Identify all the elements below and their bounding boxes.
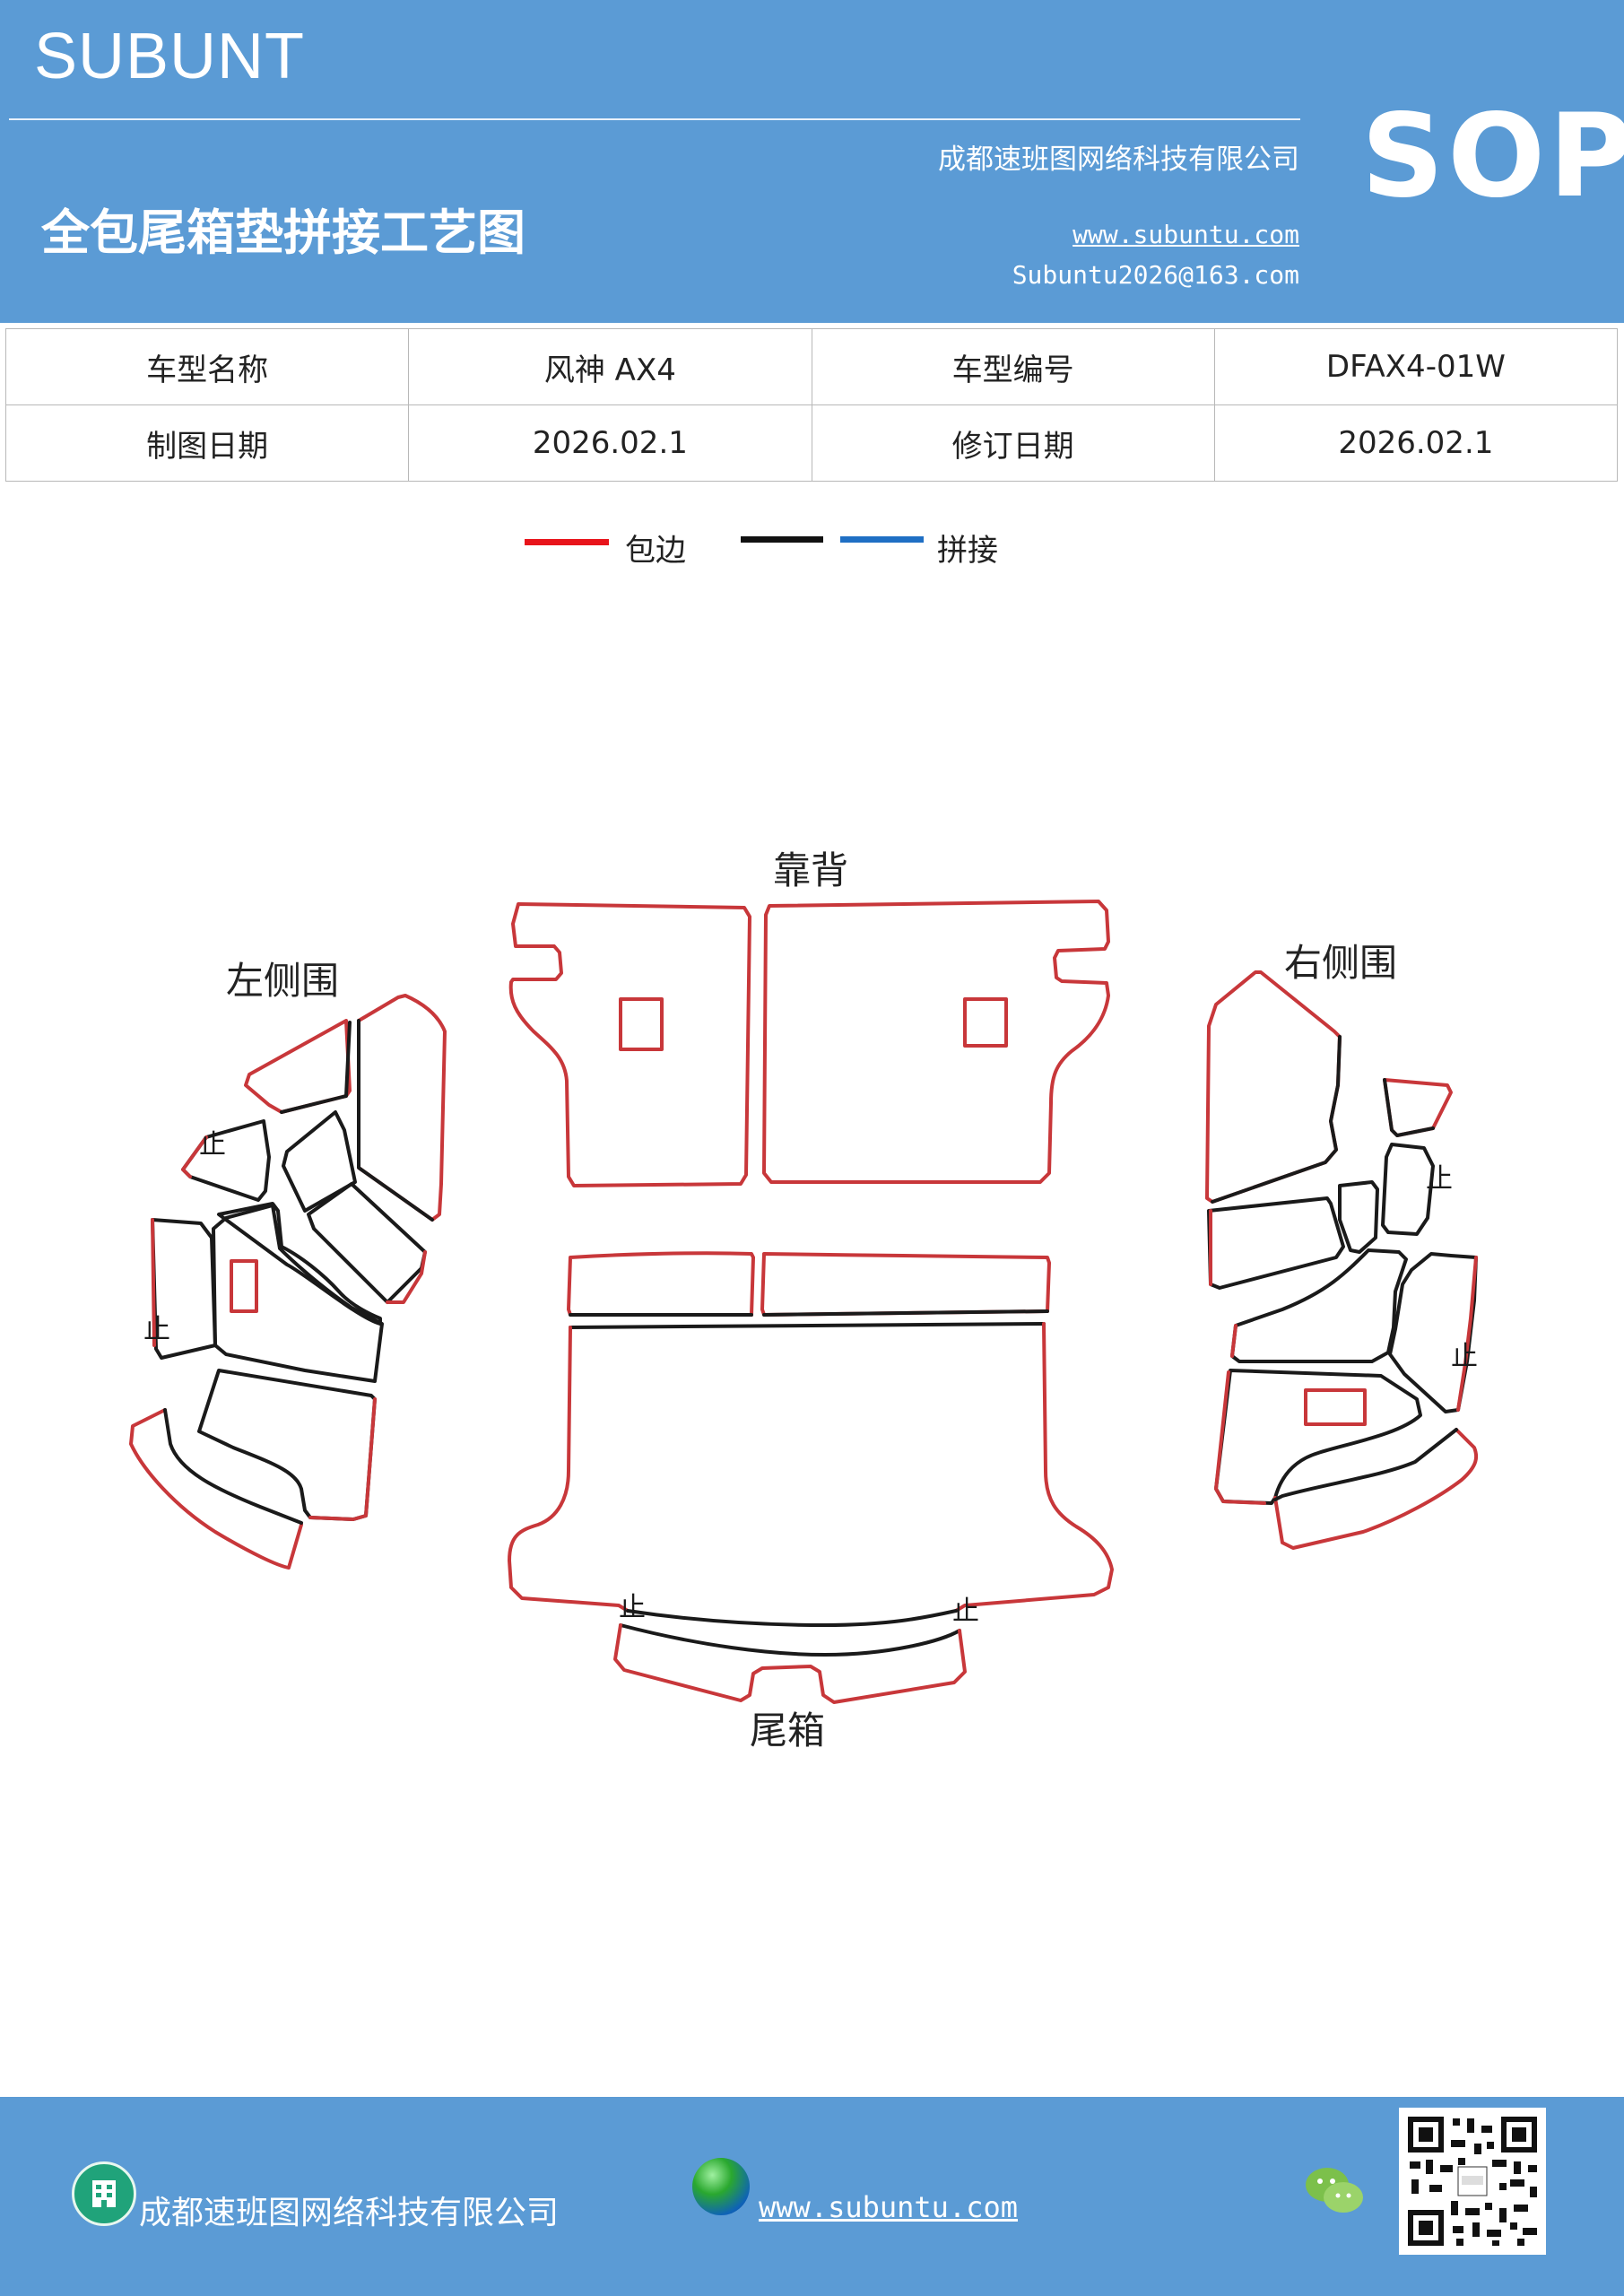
left-vertical-panel-edge	[151, 1218, 156, 1347]
header-divider	[9, 118, 1300, 120]
right-outer-strip-edge	[1456, 1256, 1478, 1412]
stop-mark: 止	[1426, 1163, 1453, 1195]
stop-mark: 止	[1451, 1341, 1478, 1372]
right-small-panel	[1381, 1143, 1435, 1236]
right-curve-panel	[1230, 1248, 1408, 1363]
stop-mark: 止	[952, 1596, 979, 1627]
right-curve-panel-edge	[1230, 1324, 1238, 1358]
label-trunk: 尾箱	[750, 1709, 825, 1752]
model-name-label: 车型名称	[4, 328, 410, 405]
footer-website-link[interactable]: www.subuntu.com	[759, 2190, 1018, 2224]
model-code-value: DFAX4-01W	[1213, 328, 1619, 405]
left-mid-cutout	[230, 1259, 258, 1313]
right-narrow-panel	[1338, 1180, 1379, 1254]
left-small-wedge	[181, 1119, 271, 1202]
right-lower-panel-edge	[1214, 1370, 1266, 1505]
left-angled-panel-edge	[386, 1250, 427, 1304]
page-title: 全包尾箱垫拼接工艺图	[41, 204, 525, 261]
footer-banner: 成都速班图网络科技有限公司 www.subuntu.com	[0, 2097, 1624, 2296]
draw-date-label: 制图日期	[4, 404, 410, 482]
right-tall-panel-seam	[1211, 1035, 1342, 1204]
email-address: Subuntu2026@163.com	[1012, 260, 1299, 290]
left-lower-panel-edge	[308, 1397, 377, 1521]
backrest-left-piece	[508, 902, 751, 1187]
trunk-flap-seam	[619, 1623, 961, 1657]
middle-strip-right	[760, 1252, 1051, 1317]
legend-join-label: 拼接	[937, 533, 998, 569]
stop-mark: 止	[619, 1592, 646, 1623]
left-top-pad	[244, 1019, 352, 1114]
table-row: 制图日期 2026.02.1 修订日期 2026.02.1	[4, 404, 1619, 482]
right-lower-panel	[1214, 1369, 1422, 1505]
right-top-wedge	[1383, 1078, 1453, 1137]
right-tall-panel	[1205, 970, 1342, 1204]
right-bottom-pad	[1273, 1428, 1479, 1550]
left-tall-panel	[357, 994, 447, 1222]
left-lower-panel	[197, 1369, 377, 1521]
trunk-floor-seam-bottom	[626, 1609, 958, 1627]
left-bottom-pad	[129, 1408, 303, 1570]
wechat-icon	[1302, 2161, 1367, 2219]
trunk-flap-piece	[613, 1623, 967, 1704]
left-tall-panel-seam	[357, 1019, 434, 1222]
website-link[interactable]: www.subuntu.com	[1073, 220, 1299, 249]
stop-mark: 止	[143, 1314, 170, 1345]
brand-logo-text: SUBUNT	[34, 21, 306, 92]
stop-mark: 止	[199, 1129, 226, 1161]
left-top-pad-seam	[280, 1021, 352, 1114]
globe-icon	[692, 2158, 750, 2215]
left-small-wedge-edge	[181, 1135, 208, 1178]
qr-code	[1399, 2108, 1546, 2255]
middle-strip-left	[567, 1251, 755, 1317]
left-bottom-pad-seam	[163, 1408, 303, 1525]
right-top-wedge-seam	[1383, 1078, 1435, 1137]
revision-date-value: 2026.02.1	[1213, 404, 1619, 482]
label-backrest: 靠背	[773, 848, 848, 892]
legend-black-swatch	[741, 536, 823, 543]
vehicle-info-table: 车型名称 风神 AX4 车型编号 DFAX4-01W 制图日期 2026.02.…	[4, 328, 1619, 482]
trunk-floor-seam-top	[569, 1322, 1046, 1329]
right-bottom-pad-seam	[1273, 1428, 1458, 1501]
header-banner: SUBUNT 成都速班图网络科技有限公司 全包尾箱垫拼接工艺图 SOP www.…	[0, 0, 1624, 323]
left-vertical-panel	[151, 1218, 217, 1360]
legend-wrap-label: 包边	[625, 533, 686, 569]
label-right-side: 右侧围	[1284, 941, 1397, 985]
model-name-value: 风神 AX4	[408, 328, 812, 405]
right-lower-cutout	[1304, 1388, 1367, 1426]
legend-join-swatch	[840, 536, 924, 543]
revision-date-label: 修订日期	[811, 404, 1215, 482]
model-code-label: 车型编号	[811, 328, 1215, 405]
building-icon	[72, 2161, 136, 2226]
legend: 包边 拼接	[0, 520, 1624, 583]
sop-badge: SOP	[1361, 90, 1624, 223]
left-center-panel	[217, 1202, 382, 1326]
label-left-side: 左侧围	[226, 959, 339, 1003]
table-row: 车型名称 风神 AX4 车型编号 DFAX4-01W	[4, 328, 1619, 405]
middle-strip-right-seam	[762, 1309, 1049, 1317]
trunk-mat-diagram: 止 止 止 止	[129, 848, 1479, 1752]
company-name: 成都速班图网络科技有限公司	[938, 144, 1299, 176]
trunk-floor-piece	[508, 1322, 1114, 1613]
backrest-right-piece	[762, 900, 1110, 1184]
footer-company-name: 成都速班图网络科技有限公司	[139, 2195, 560, 2231]
backrest-right-cutout	[963, 997, 1008, 1048]
right-outer-strip	[1388, 1252, 1478, 1413]
left-diamond	[282, 1110, 357, 1213]
left-mid-panel	[212, 1204, 384, 1383]
right-flat-panel	[1207, 1196, 1345, 1290]
draw-date-value: 2026.02.1	[408, 404, 812, 482]
backrest-left-cutout	[619, 997, 664, 1051]
legend-wrap-swatch	[525, 539, 609, 545]
